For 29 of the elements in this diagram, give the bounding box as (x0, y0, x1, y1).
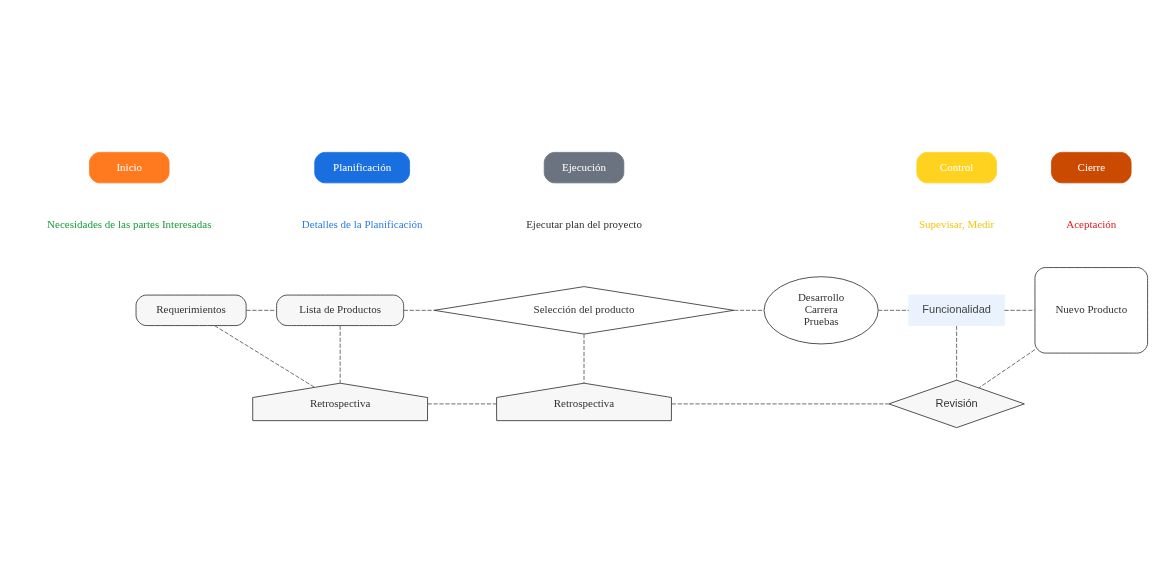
connector (733, 309, 765, 311)
node-ellipse: Desarrollo Carrera Pruebas (763, 275, 879, 344)
node-box: Cierre (1051, 151, 1132, 183)
connector (403, 309, 435, 311)
node-box: Control (916, 151, 997, 183)
node-label: Ejecutar plan del proyecto (526, 217, 642, 230)
node-box: Nuevo Producto (1034, 266, 1149, 353)
node-diamond: Revisión (888, 379, 1025, 428)
node-box: Ejecución (543, 151, 625, 183)
node-box: Requerimientos (135, 294, 247, 326)
connector (1004, 309, 1036, 311)
node-box: Lista de Productos (276, 294, 405, 326)
node-box: Planificación (314, 151, 410, 183)
connector (583, 333, 585, 383)
node-box: Funcionalidad (908, 294, 1005, 326)
node-label: Necesidades de las partes Interesadas (47, 217, 212, 230)
node-box: Inicio (89, 151, 170, 183)
node-label: Aceptación (1066, 217, 1117, 230)
connector (877, 309, 910, 311)
node-label: Detalles de la Planificación (301, 217, 423, 230)
connector (956, 325, 958, 380)
connector (671, 402, 890, 404)
connector (339, 325, 341, 384)
connector (427, 402, 498, 404)
connector (214, 324, 316, 388)
connector (245, 309, 277, 311)
connector (978, 348, 1036, 388)
node-label: Supevisar, Medir (918, 217, 995, 230)
node-diamond: Selección del producto (433, 285, 735, 334)
